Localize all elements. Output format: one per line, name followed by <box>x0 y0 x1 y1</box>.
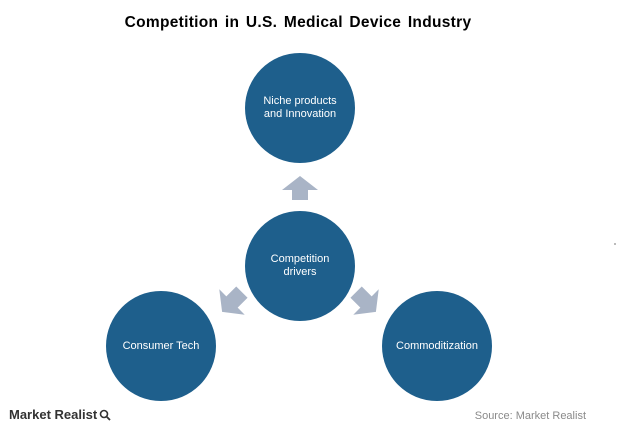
arrow-left <box>219 286 248 315</box>
stray-dot <box>614 243 616 245</box>
magnifier-icon <box>99 409 111 421</box>
logo-text: Market Realist <box>9 407 98 422</box>
diagram-title: Competition in U.S. Medical Device Indus… <box>124 14 472 31</box>
node-niche-products: Niche products and Innovation <box>245 53 355 163</box>
arrow-right <box>350 286 379 315</box>
node-consumer-tech: Consumer Tech <box>106 291 216 401</box>
node-competition-drivers: Competition drivers <box>245 211 355 321</box>
node-commoditization: Commoditization <box>382 291 492 401</box>
arrow-up <box>282 176 318 200</box>
market-realist-logo: Market Realist <box>9 407 111 422</box>
source-note: Source: Market Realist <box>474 410 586 422</box>
